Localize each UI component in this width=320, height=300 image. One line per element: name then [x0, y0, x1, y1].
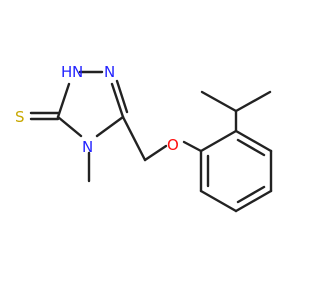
ring-nitrogen-4-label: N: [82, 138, 93, 156]
bond-b2-b3: [234, 129, 273, 153]
isopropyl-group: [200, 90, 272, 133]
methylene-ether-linker: [121, 115, 203, 162]
sulfur-atom-label: S: [15, 108, 25, 126]
bond-b5-b6: [199, 189, 238, 213]
nh-hydrogen-label: H: [61, 63, 72, 81]
thione-bond: [29, 111, 60, 121]
ring-nitrogen-2-label: N: [104, 63, 115, 81]
bond-c5-n1: [56, 82, 71, 119]
bond-n4-c5: [56, 115, 83, 138]
aromatic-double-1: [236, 138, 266, 157]
bond-n2-c3-double: [115, 79, 129, 114]
nh-nitrogen-label: N: [72, 63, 83, 81]
structure-drawing: S H N N N O: [15, 63, 273, 213]
bond-b4-b5: [234, 189, 273, 213]
benzene-ring: [199, 129, 273, 213]
bond-c3-ch2: [121, 115, 147, 162]
bond-ch-me2: [234, 90, 272, 113]
bond-c3-n4: [95, 115, 125, 138]
bond-o-aryl: [182, 140, 203, 153]
aromatic-double-2: [236, 185, 266, 204]
molecule-diagram: S H N N N O: [15, 63, 273, 213]
ether-oxygen-label: O: [167, 136, 179, 154]
bond-ch2-o: [143, 144, 168, 162]
bond-ch-me1: [200, 90, 238, 113]
bond-b1-b2: [199, 129, 238, 153]
bond-n2-c3: [110, 82, 125, 119]
triazole-ring: [56, 70, 129, 138]
